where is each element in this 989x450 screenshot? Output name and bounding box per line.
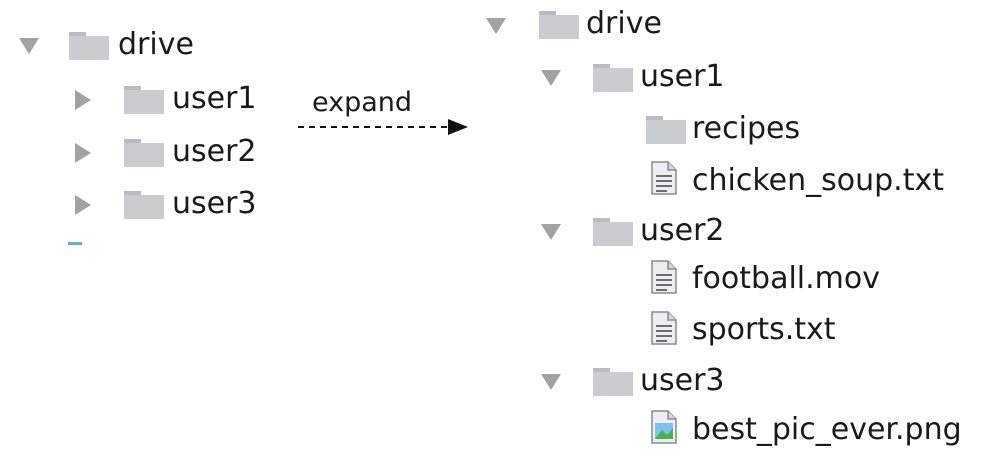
selection-cursor bbox=[68, 242, 82, 245]
expand-toggle-icon[interactable] bbox=[541, 70, 561, 86]
folder-icon bbox=[646, 116, 686, 144]
folder-body bbox=[69, 36, 109, 60]
tree-item-label[interactable]: recipes bbox=[692, 111, 801, 146]
tree-item-label[interactable]: drive bbox=[118, 27, 194, 62]
text-file-icon bbox=[651, 311, 677, 345]
tree-item-label[interactable]: sports.txt bbox=[692, 312, 836, 347]
folder-icon bbox=[593, 368, 633, 396]
folder-icon bbox=[593, 64, 633, 92]
folder-icon bbox=[539, 11, 579, 39]
collapse-toggle-icon[interactable] bbox=[75, 90, 91, 110]
tree-item-label[interactable]: user3 bbox=[172, 186, 257, 221]
tree-item-label[interactable]: best_pic_ever.png bbox=[692, 412, 962, 447]
collapse-toggle-icon[interactable] bbox=[75, 195, 91, 215]
expand-toggle-icon[interactable] bbox=[486, 18, 506, 34]
collapse-toggle-icon[interactable] bbox=[75, 143, 91, 163]
text-file-icon bbox=[651, 260, 677, 294]
tree-item-label[interactable]: chicken_soup.txt bbox=[692, 163, 944, 198]
tree-item-label[interactable]: user2 bbox=[640, 213, 725, 248]
folder-icon bbox=[124, 139, 164, 167]
arrow-label: expand bbox=[312, 87, 413, 118]
expand-toggle-icon[interactable] bbox=[19, 38, 39, 54]
tree-item-label[interactable]: drive bbox=[586, 6, 662, 41]
folder-icon bbox=[124, 191, 164, 219]
tree-item-label[interactable]: user1 bbox=[172, 81, 257, 116]
image-file-icon bbox=[651, 410, 677, 444]
folder-icon bbox=[69, 32, 109, 60]
tree-item-label[interactable]: user2 bbox=[172, 134, 257, 169]
expand-arrow bbox=[298, 119, 468, 135]
expand-toggle-icon[interactable] bbox=[541, 224, 561, 240]
tree-item-label[interactable]: user1 bbox=[640, 59, 725, 94]
folder-icon bbox=[124, 86, 164, 114]
expand-toggle-icon[interactable] bbox=[541, 374, 561, 390]
folder-icon bbox=[593, 218, 633, 246]
tree-item-label[interactable]: user3 bbox=[640, 363, 725, 398]
text-file-icon bbox=[651, 161, 677, 195]
tree-item-label[interactable]: football.mov bbox=[692, 261, 880, 296]
